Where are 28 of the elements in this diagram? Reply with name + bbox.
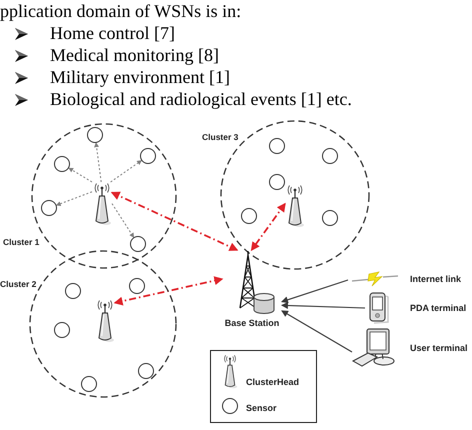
list-item-text: Biological and radiological events [1] etc. [50,88,352,110]
list-item-text: Medical monitoring [8] [50,44,219,66]
cluster-label: Cluster 3 [202,132,238,142]
dotted-arrow [112,203,134,238]
list-item-text: Home control [7] [50,22,175,44]
double-headed-arrow [110,192,238,251]
arrow [281,279,348,304]
node-label: User terminal [410,342,468,354]
antenna-tower-icon [95,299,115,343]
legend-label: Sensor [246,403,277,414]
dotted-arrow [94,142,102,182]
antenna-tower-icon [92,182,112,226]
double-headed-arrow [114,276,224,306]
cluster-label: Cluster 2 [0,279,36,289]
dotted-arrow [68,168,92,182]
node-label: Internet link [410,274,462,284]
dotted-arrow [110,160,142,182]
node-label: PDA terminal [410,302,466,314]
legend-label: ClusterHead [246,377,300,388]
list-item-text: Military environment [1] [50,66,230,88]
antenna-tower-icon [285,184,305,228]
dotted-arrow [56,191,92,206]
arrow [281,310,352,352]
cluster-label: Cluster 1 [3,237,40,247]
node-label: Base Station [224,318,280,329]
paragraph-text: pplication domain of WSNs is in: [0,0,242,22]
double-headed-arrow [250,202,286,252]
arrow [280,302,366,309]
